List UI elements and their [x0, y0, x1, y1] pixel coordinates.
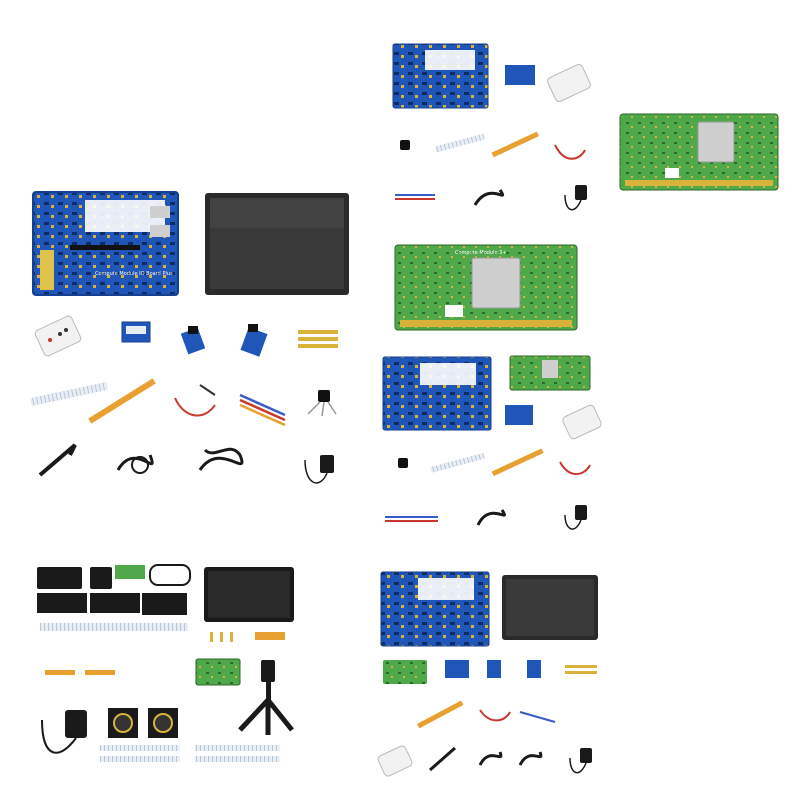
usb-cable-image [476, 509, 506, 526]
ffc-cables-image [100, 745, 280, 762]
ir-remote-image [547, 64, 591, 102]
kit-io-board-screen: Compute Module IO Board Plus [30, 191, 349, 484]
jumper-wires-2-image [239, 393, 286, 427]
io-board-image [380, 571, 490, 647]
kit-io-board-cm3-mid [382, 355, 602, 530]
power-adapter-image [564, 505, 587, 530]
camera-cable-image [45, 670, 115, 675]
io-board-image [392, 43, 489, 109]
lcd-screen-image [502, 575, 598, 640]
jumper-wires-2-image [385, 516, 438, 522]
camera-cable-image [88, 378, 156, 424]
power-adapter-image [564, 185, 587, 211]
tripod-image [238, 660, 294, 735]
jumper-wires-2-image [395, 194, 435, 200]
cm3-module-large-image: Compute Module 3+ [394, 244, 578, 331]
usb-cable-image [429, 746, 543, 772]
camera-cable-image [491, 448, 544, 477]
module-silkscreen-label: Compute Module 3+ [455, 250, 507, 256]
camera-cable-image [416, 700, 464, 729]
io-board-image: Compute Module IO Board Plus [32, 191, 179, 296]
lcd-screen-image [205, 193, 349, 295]
power-adapter-image [569, 748, 592, 774]
camera-adapter-image [505, 65, 535, 85]
acrylic-plates-image [37, 593, 188, 631]
sensor-image [307, 390, 337, 417]
base-boards-image [37, 564, 191, 589]
board-silkscreen-label: Compute Module IO Board Plus [95, 271, 173, 277]
standoffs-image [565, 665, 597, 674]
camera-cable-image [491, 131, 539, 158]
ffc-cable-image [435, 133, 485, 153]
power-adapter-image [304, 455, 334, 484]
camera-adapter-image [505, 405, 533, 425]
usb-cable-3-image [198, 447, 244, 471]
cm3-module-image [383, 660, 427, 684]
sensor-image [398, 458, 408, 468]
standoffs-image [210, 632, 285, 642]
fpc-adapter-image [445, 660, 541, 678]
ir-remote-image [562, 404, 602, 440]
jumper-wires-image [479, 709, 556, 723]
camera-adapter-image [121, 321, 151, 343]
usb-cable-image [38, 443, 77, 477]
kit-io-board-screen-cm3 [377, 571, 598, 777]
usb-cable-image [473, 189, 505, 206]
ir-remote-image [377, 745, 413, 777]
fpc-adapter-2-image [240, 324, 268, 357]
jumper-wires-image [559, 461, 591, 475]
cm3-module-image [509, 355, 591, 391]
io-board-image [382, 356, 492, 431]
touch-screen-image [204, 567, 294, 622]
kit-full-accessory [37, 564, 294, 762]
fpc-adapter-image [180, 326, 206, 355]
sensor-image [400, 140, 410, 150]
kit-io-board-cm3 [392, 43, 779, 211]
standoffs-image [298, 330, 338, 348]
ffc-cable-image [30, 381, 108, 407]
cm3-module-image [619, 113, 779, 191]
usb-cable-2-image [116, 454, 154, 474]
power-adapter-image [41, 710, 87, 754]
camera-modules-image [108, 708, 178, 738]
cm3-module-image [195, 658, 241, 686]
jumper-wires-image [174, 384, 216, 417]
jumper-wires-image [554, 144, 586, 160]
ffc-cable-image [430, 452, 485, 473]
ir-remote-image [34, 315, 82, 357]
